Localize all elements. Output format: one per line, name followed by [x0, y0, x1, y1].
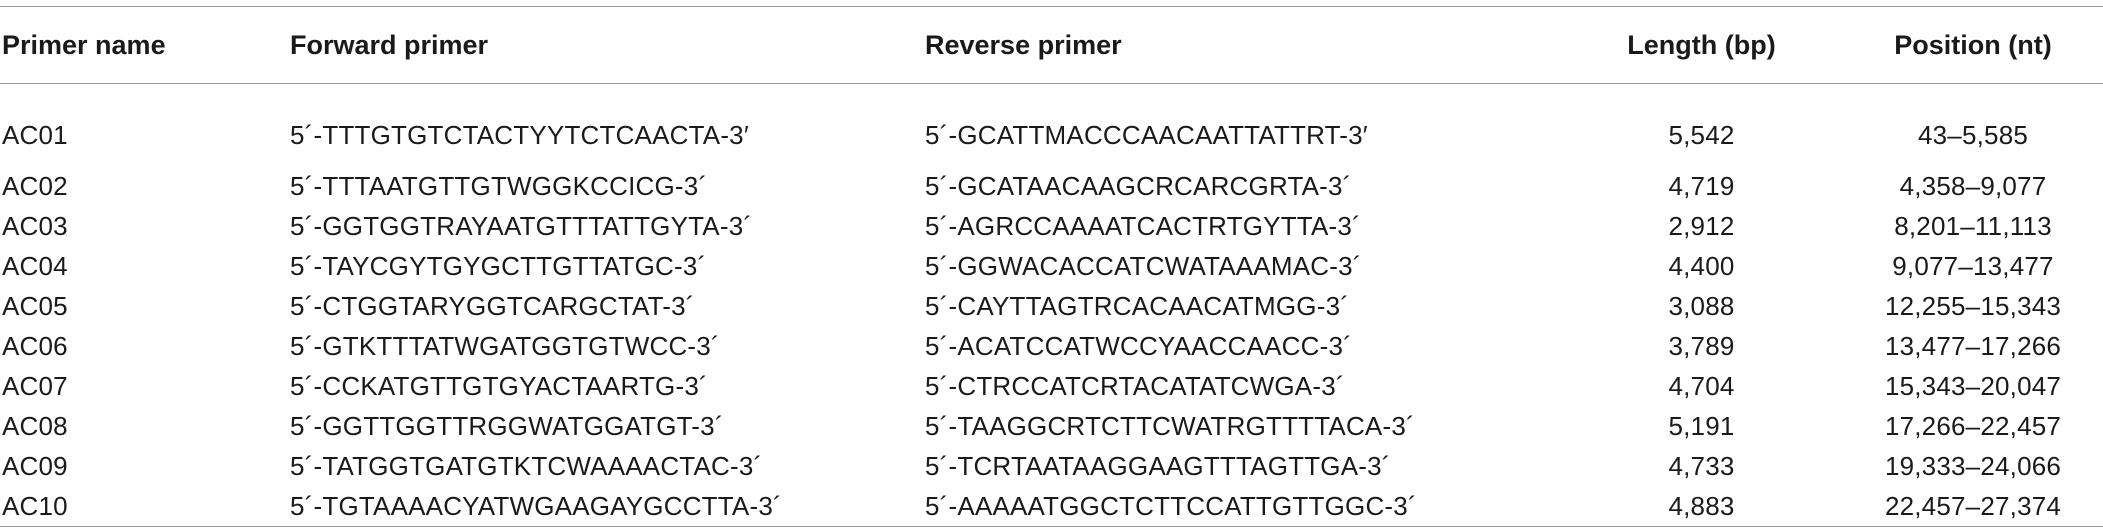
table-row: AC06 5´-GTKTTTATWGATGGTGTWCC-3´ 5´-ACATC…: [0, 326, 2103, 366]
position-cell: 22,457–27,374: [1843, 486, 2103, 527]
table-row: AC03 5´-GGTGGTRAYAATGTTTATTGYTA-3´ 5´-AG…: [0, 206, 2103, 246]
reverse-primer-cell: 5´-GCATAACAAGCRCARCGRTA-3´: [925, 170, 1352, 201]
reverse-primer-cell: 5´-CTRCCATCRTACATATCWGA-3´: [925, 370, 1345, 401]
length-cell: 5,191: [1668, 410, 1735, 441]
position-cell: 43–5,585: [1917, 119, 2029, 150]
header-position: Position (nt): [1894, 29, 2052, 60]
primer-name-cell: AC05: [2, 290, 68, 321]
primer-table-container: Primer name Forward primer Reverse prime…: [0, 6, 2103, 528]
reverse-primer-cell: 5´-TAAGGCRTCTTCWATRGTTTTACA-3´: [925, 410, 1415, 441]
table-row: AC04 5´-TAYCGYTGYGCTTGTTATGC-3´ 5´-GGWAC…: [0, 246, 2103, 286]
table-row: AC07 5´-CCKATGTTGTGYACTAARTG-3´ 5´-CTRCC…: [0, 366, 2103, 406]
length-cell: 4,883: [1560, 486, 1843, 527]
table-row: AC09 5´-TATGGTGATGTKTCWAAAACTAC-3´ 5´-TC…: [0, 446, 2103, 486]
forward-primer-cell: 5´-GTKTTTATWGATGGTGTWCC-3´: [290, 330, 720, 361]
length-cell: 3,088: [1668, 290, 1735, 321]
header-reverse-primer: Reverse primer: [925, 29, 1122, 60]
header-primer-name: Primer name: [2, 29, 166, 60]
forward-primer-cell: 5´-TAYCGYTGYGCTTGTTATGC-3´: [290, 250, 707, 281]
length-cell: 4,733: [1668, 450, 1735, 481]
primer-name-cell: AC03: [2, 210, 68, 241]
position-cell: 13,477–17,266: [1884, 330, 2062, 361]
primer-name-cell: AC02: [2, 170, 68, 201]
forward-primer-cell: 5´-TTTGTGTCTACTYYTCTCAACTA-3′: [290, 119, 749, 150]
primer-name-cell: AC01: [2, 119, 68, 150]
primer-name-cell: AC07: [2, 370, 68, 401]
table-row: AC02 5´-TTTAATGTTGTWGGKCCICG-3´ 5´-GCATA…: [0, 166, 2103, 206]
position-cell: 9,077–13,477: [1892, 250, 2054, 281]
table-row: AC05 5´-CTGGTARYGGTCARGCTAT-3´ 5´-CAYTTA…: [0, 286, 2103, 326]
forward-primer-cell: 5´-TGTAAAACYATWGAAGAYGCCTTA-3´: [290, 486, 925, 527]
length-cell: 4,704: [1668, 370, 1735, 401]
length-cell: 3,789: [1668, 330, 1735, 361]
primer-name-cell: AC08: [2, 410, 68, 441]
header-forward-primer: Forward primer: [290, 29, 489, 60]
reverse-primer-cell: 5´-GCATTMACCCAACAATTATTRT-3′: [925, 119, 1368, 150]
position-cell: 19,333–24,066: [1884, 450, 2062, 481]
table-header: Primer name Forward primer Reverse prime…: [0, 6, 2103, 84]
forward-primer-cell: 5´-CCKATGTTGTGYACTAARTG-3´: [290, 370, 708, 401]
position-cell: 8,201–11,113: [1894, 210, 2052, 241]
reverse-primer-cell: 5´-TCRTAATAAGGAAGTTTAGTTGA-3´: [925, 450, 1391, 481]
reverse-primer-cell: 5´-AGRCCAAAATCACTRTGYTTA-3´: [925, 210, 1361, 241]
table-row: AC01 5´-TTTGTGTCTACTYYTCTCAACTA-3′ 5´-GC…: [0, 84, 2103, 167]
reverse-primer-cell: 5´-AAAAATGGCTCTTCCATTGTTGGC-3´: [925, 486, 1560, 527]
reverse-primer-cell: 5´-GGWACACCATCWATAAAMAC-3´: [925, 250, 1362, 281]
length-cell: 2,912: [1668, 210, 1735, 241]
primer-name-cell: AC04: [2, 250, 68, 281]
forward-primer-cell: 5´-GGTTGGTTRGGWATGGATGT-3´: [290, 410, 724, 441]
primer-name-cell: AC09: [2, 450, 68, 481]
primer-table: Primer name Forward primer Reverse prime…: [0, 6, 2103, 527]
forward-primer-cell: 5´-TTTAATGTTGTWGGKCCICG-3´: [290, 170, 708, 201]
forward-primer-cell: 5´-TATGGTGATGTKTCWAAAACTAC-3´: [290, 450, 763, 481]
table-row: AC08 5´-GGTTGGTTRGGWATGGATGT-3´ 5´-TAAGG…: [0, 406, 2103, 446]
reverse-primer-cell: 5´-ACATCCATWCCYAACCAACC-3´: [925, 330, 1352, 361]
position-cell: 4,358–9,077: [1899, 170, 2047, 201]
header-length: Length (bp): [1627, 29, 1776, 60]
primer-name-cell: AC06: [2, 330, 68, 361]
header-row: Primer name Forward primer Reverse prime…: [0, 6, 2103, 84]
table-row: AC10 5´-TGTAAAACYATWGAAGAYGCCTTA-3´ 5´-A…: [0, 486, 2103, 527]
length-cell: 5,542: [1668, 119, 1735, 150]
position-cell: 12,255–15,343: [1884, 290, 2062, 321]
table-body: AC01 5´-TTTGTGTCTACTYYTCTCAACTA-3′ 5´-GC…: [0, 84, 2103, 527]
reverse-primer-cell: 5´-CAYTTAGTRCACAACATMGG-3´: [925, 290, 1350, 321]
forward-primer-cell: 5´-GGTGGTRAYAATGTTTATTGYTA-3´: [290, 210, 753, 241]
forward-primer-cell: 5´-CTGGTARYGGTCARGCTAT-3´: [290, 290, 695, 321]
length-cell: 4,719: [1668, 170, 1735, 201]
position-cell: 17,266–22,457: [1884, 410, 2062, 441]
length-cell: 4,400: [1668, 250, 1735, 281]
position-cell: 15,343–20,047: [1884, 370, 2062, 401]
primer-name-cell: AC10: [0, 486, 290, 527]
